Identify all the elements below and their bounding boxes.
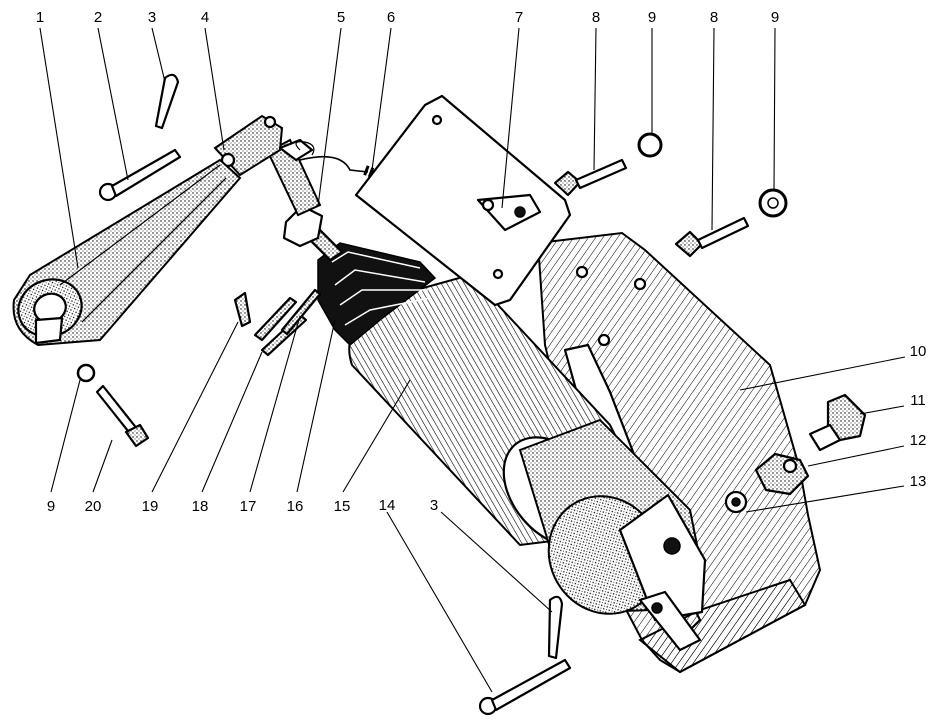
callout-8-upper: 8 bbox=[592, 9, 600, 26]
callout-7: 7 bbox=[515, 9, 523, 26]
callout-3-lower: 3 bbox=[430, 497, 438, 514]
callout-10: 10 bbox=[910, 343, 927, 360]
callout-3-upper: 3 bbox=[148, 9, 156, 26]
split-washer-upper bbox=[637, 132, 663, 158]
hex-bolt bbox=[95, 384, 150, 448]
part-number-labels: 1 2 3 4 5 6 7 8 9 8 9 10 11 12 13 9 20 1… bbox=[36, 9, 927, 515]
callout-12: 12 bbox=[910, 432, 927, 449]
callout-9-flat: 9 bbox=[771, 9, 779, 26]
lever bbox=[213, 114, 314, 177]
clevis-fork bbox=[12, 158, 242, 347]
callout-20: 20 bbox=[85, 498, 102, 515]
callout-15: 15 bbox=[334, 498, 351, 515]
cotter-pin-upper bbox=[154, 73, 180, 130]
callout-9-upper: 9 bbox=[648, 9, 656, 26]
callout-4: 4 bbox=[201, 9, 209, 26]
callout-11: 11 bbox=[910, 392, 926, 409]
cotter-pin-lower bbox=[547, 595, 564, 660]
clevis-pin-lower bbox=[478, 658, 572, 716]
bolt-lower bbox=[674, 216, 750, 258]
clevis-pin-upper bbox=[98, 148, 182, 202]
callout-18: 18 bbox=[192, 498, 209, 515]
callout-9-lower: 9 bbox=[47, 498, 55, 515]
callout-1: 1 bbox=[36, 9, 44, 26]
flat-washer bbox=[758, 188, 788, 218]
callout-16: 16 bbox=[287, 498, 304, 515]
callout-14: 14 bbox=[379, 497, 396, 514]
callout-8-lower: 8 bbox=[710, 9, 718, 26]
spring-plate bbox=[354, 94, 572, 307]
rubber-boot bbox=[317, 242, 437, 347]
callout-17: 17 bbox=[240, 498, 257, 515]
leader-lines bbox=[39, 27, 906, 693]
plunger-rod bbox=[266, 138, 344, 262]
union-nut bbox=[754, 452, 810, 496]
callout-19: 19 bbox=[142, 498, 159, 515]
split-washer-lower bbox=[76, 363, 96, 383]
small-screws bbox=[233, 288, 322, 357]
callout-5: 5 bbox=[337, 9, 345, 26]
callout-6: 6 bbox=[387, 9, 395, 26]
callout-13: 13 bbox=[910, 473, 927, 490]
elbow-fitting bbox=[808, 393, 867, 452]
callout-2: 2 bbox=[94, 9, 102, 26]
bolt-upper bbox=[553, 158, 628, 197]
